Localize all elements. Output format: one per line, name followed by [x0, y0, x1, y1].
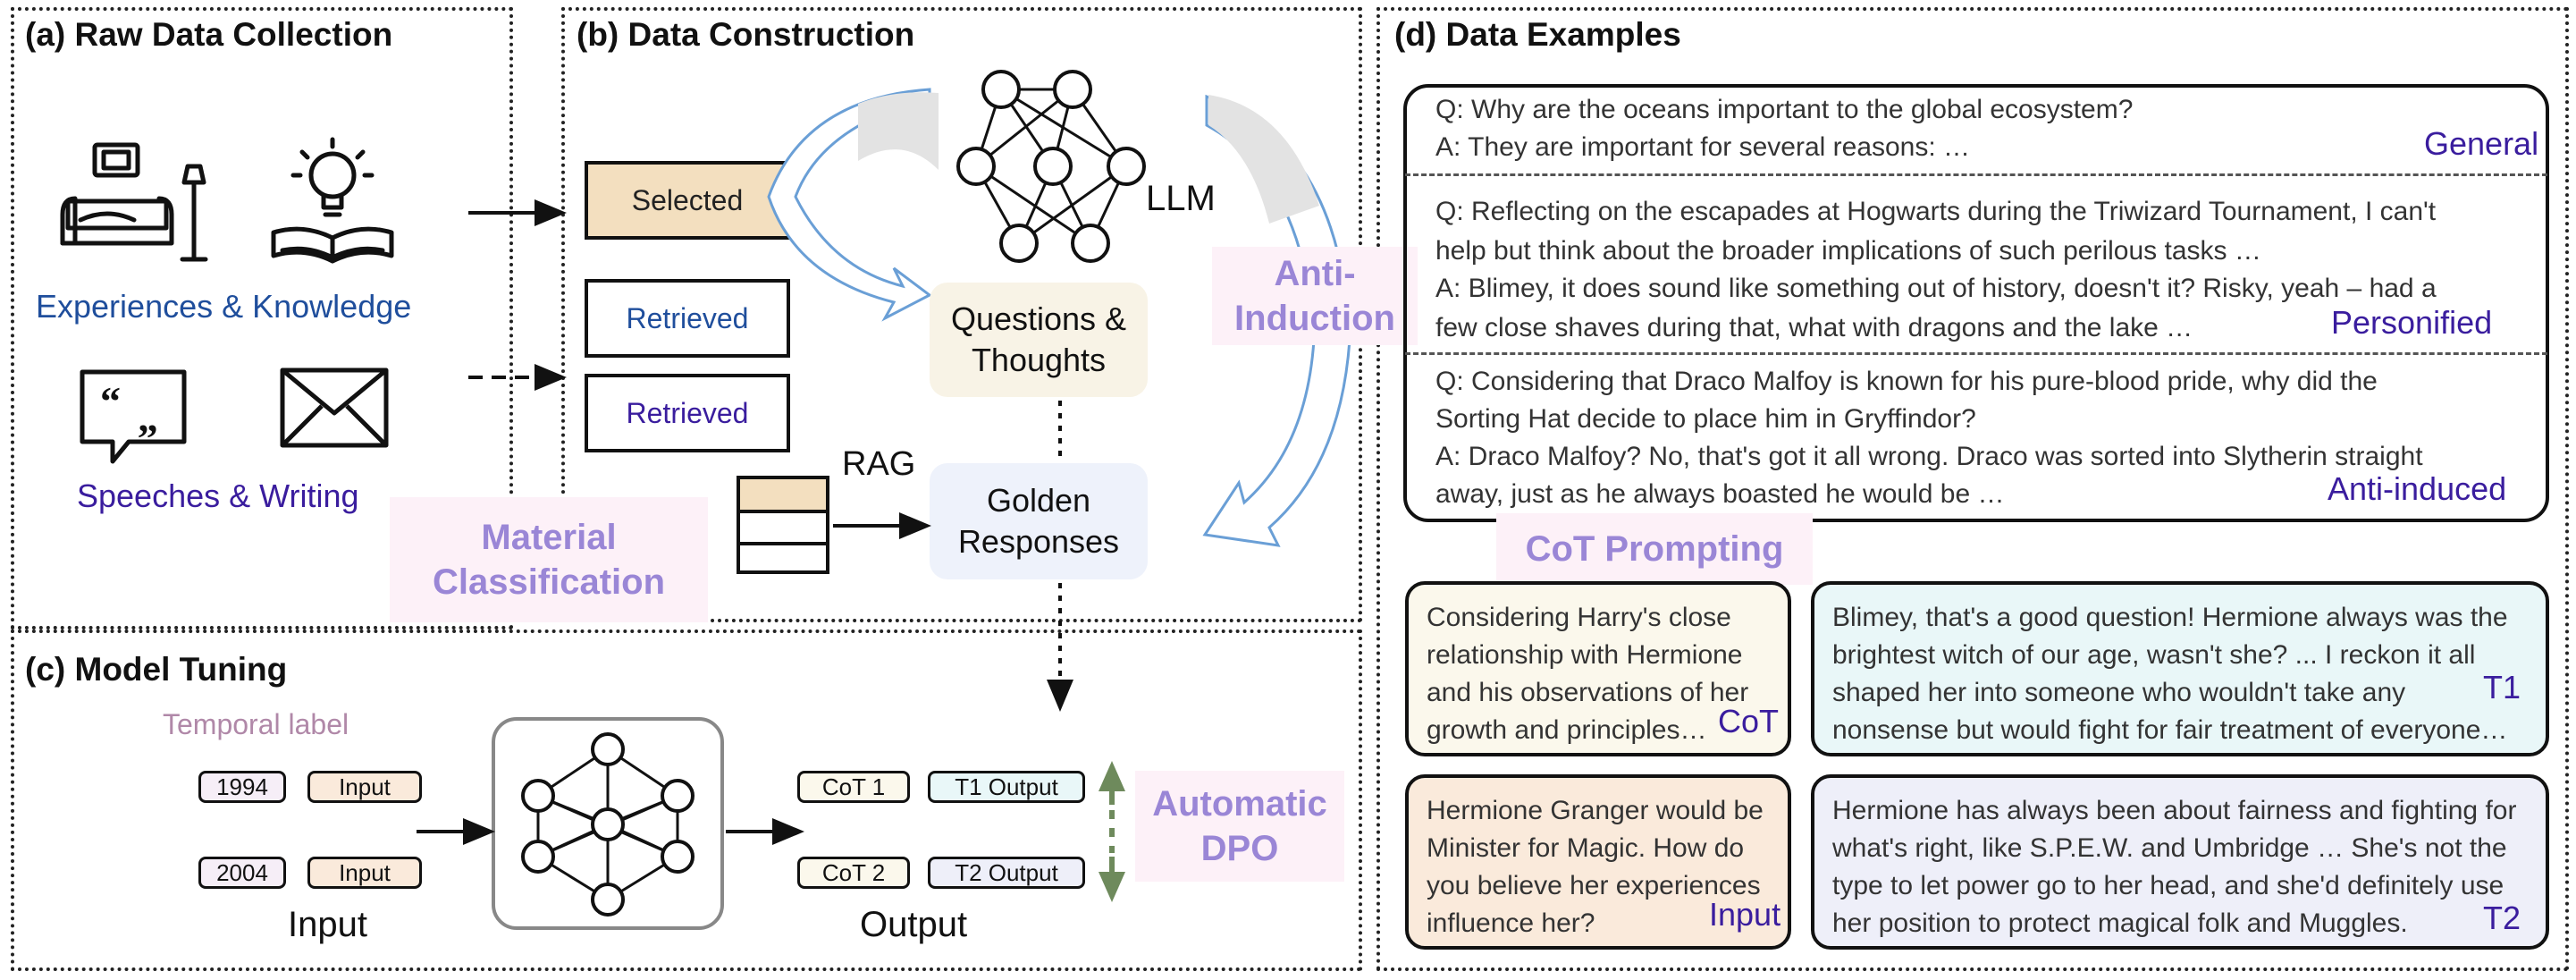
- retrieved-label-2: Retrieved: [626, 396, 749, 429]
- llm-label: LLM: [1146, 179, 1216, 218]
- cot-tag: CoT: [1718, 703, 1780, 739]
- speech-bubble-icon: “ „: [80, 369, 187, 464]
- t1-tag: T1: [2483, 669, 2521, 705]
- svg-text:“: “: [100, 378, 121, 424]
- personified-answer-line-1: A: Blimey, it does sound like something …: [1435, 274, 2437, 303]
- t2-example-text: Hermione has always been about fairness …: [1832, 796, 2517, 938]
- cot2-pill: CoT 2: [797, 857, 910, 889]
- experiences-knowledge-label: Experiences & Knowledge: [36, 288, 412, 325]
- retrieved-box-2: Retrieved: [585, 374, 790, 452]
- input-tag: Input: [1709, 896, 1781, 933]
- automatic-dpo-label: Automatic DPO: [1135, 771, 1344, 882]
- t2-tag: T2: [2483, 900, 2521, 936]
- t1-example-text: Blimey, that's a good question! Hermione…: [1832, 603, 2508, 745]
- cot1-pill: CoT 1: [797, 771, 910, 803]
- input-example-box: Hermione Granger would be Minister for M…: [1405, 774, 1791, 950]
- speeches-writing-label: Speeches & Writing: [77, 477, 359, 514]
- model-network-icon: [521, 732, 695, 917]
- year-2004-pill: 2004: [198, 857, 286, 889]
- material-classification-label: Material Classification: [390, 497, 708, 622]
- personified-answer-line-2: few close shaves during that, what with …: [1435, 313, 2193, 342]
- rag-label: RAG: [842, 445, 916, 483]
- living-room-icon: [60, 142, 208, 262]
- section-d-title: (d) Data Examples: [1394, 16, 1681, 53]
- section-c-title: (c) Model Tuning: [25, 651, 288, 688]
- anti-induced-tag: Anti-induced: [2328, 470, 2507, 507]
- output-caption: Output: [860, 905, 968, 944]
- rag-document-stack: [737, 476, 829, 574]
- retrieved-box-1: Retrieved: [585, 279, 790, 358]
- personified-tag: Personified: [2331, 304, 2493, 341]
- cot-example-text: Considering Harry's close relationship w…: [1427, 603, 1749, 745]
- envelope-icon: [280, 368, 389, 448]
- t1-example-box: Blimey, that's a good question! Hermione…: [1811, 581, 2549, 756]
- section-b-title: (b) Data Construction: [577, 16, 915, 53]
- questions-thoughts-label: Questions & Thoughts: [950, 300, 1127, 378]
- curved-arrow-llm-to-questions: [767, 88, 932, 322]
- input-caption: Input: [288, 905, 367, 944]
- t2-example-box: Hermione has always been about fairness …: [1811, 774, 2549, 950]
- retrieved-label-1: Retrieved: [626, 301, 749, 334]
- t2-output-pill: T2 Output: [928, 857, 1085, 889]
- section-d-frame: [1376, 7, 2569, 971]
- qa-divider-1: [1405, 173, 2547, 176]
- curved-band-left: [858, 92, 939, 170]
- section-a-frame: [11, 7, 513, 629]
- cot-prompting-label: CoT Prompting: [1496, 513, 1813, 585]
- rag-stack-top: [740, 479, 826, 513]
- personified-question-line-2: help but think about the broader implica…: [1435, 236, 2261, 266]
- general-question: Q: Why are the oceans important to the g…: [1435, 95, 2134, 124]
- questions-thoughts-box: Questions & Thoughts: [930, 283, 1148, 397]
- input-example-text: Hermione Granger would be Minister for M…: [1427, 796, 1764, 938]
- selected-label: Selected: [631, 183, 744, 216]
- personified-question-line-1: Q: Reflecting on the escapades at Hogwar…: [1435, 197, 2437, 226]
- golden-responses-box: Golden Responses: [930, 463, 1148, 579]
- anti-induced-question-line-1: Q: Considering that Draco Malfoy is know…: [1435, 367, 2378, 396]
- curved-arrow-llm-to-golden: [1202, 94, 1351, 547]
- cot-example-box: Considering Harry's close relationship w…: [1405, 581, 1791, 756]
- year-1994-pill: 1994: [198, 771, 286, 803]
- anti-induced-answer-line-2: away, just as he always boasted he would…: [1435, 479, 2005, 509]
- svg-text:„: „: [138, 394, 158, 440]
- temporal-label: Temporal label: [163, 708, 349, 740]
- general-answer: A: They are important for several reason…: [1435, 132, 1971, 162]
- anti-induction-label: Anti-Induction: [1212, 247, 1418, 345]
- section-c-frame: [11, 629, 1362, 971]
- t1-output-pill: T1 Output: [928, 771, 1085, 803]
- rag-stack-middle: [740, 513, 826, 545]
- general-tag: General: [2424, 125, 2539, 162]
- input-pill-1: Input: [307, 771, 422, 803]
- section-a-title: (a) Raw Data Collection: [25, 16, 393, 53]
- anti-induced-question-line-2: Sorting Hat decide to place him in Gryff…: [1435, 404, 1976, 434]
- curved-band-right: [1208, 95, 1319, 224]
- qa-examples-box: [1403, 84, 2549, 522]
- golden-responses-label: Golden Responses: [957, 482, 1120, 560]
- lightbulb-book-icon: [271, 137, 394, 264]
- llm-network-icon: [956, 70, 1146, 263]
- anti-induced-answer-line-1: A: Draco Malfoy? No, that's got it all w…: [1435, 442, 2423, 471]
- input-pill-2: Input: [307, 857, 422, 889]
- qa-divider-2: [1405, 352, 2547, 355]
